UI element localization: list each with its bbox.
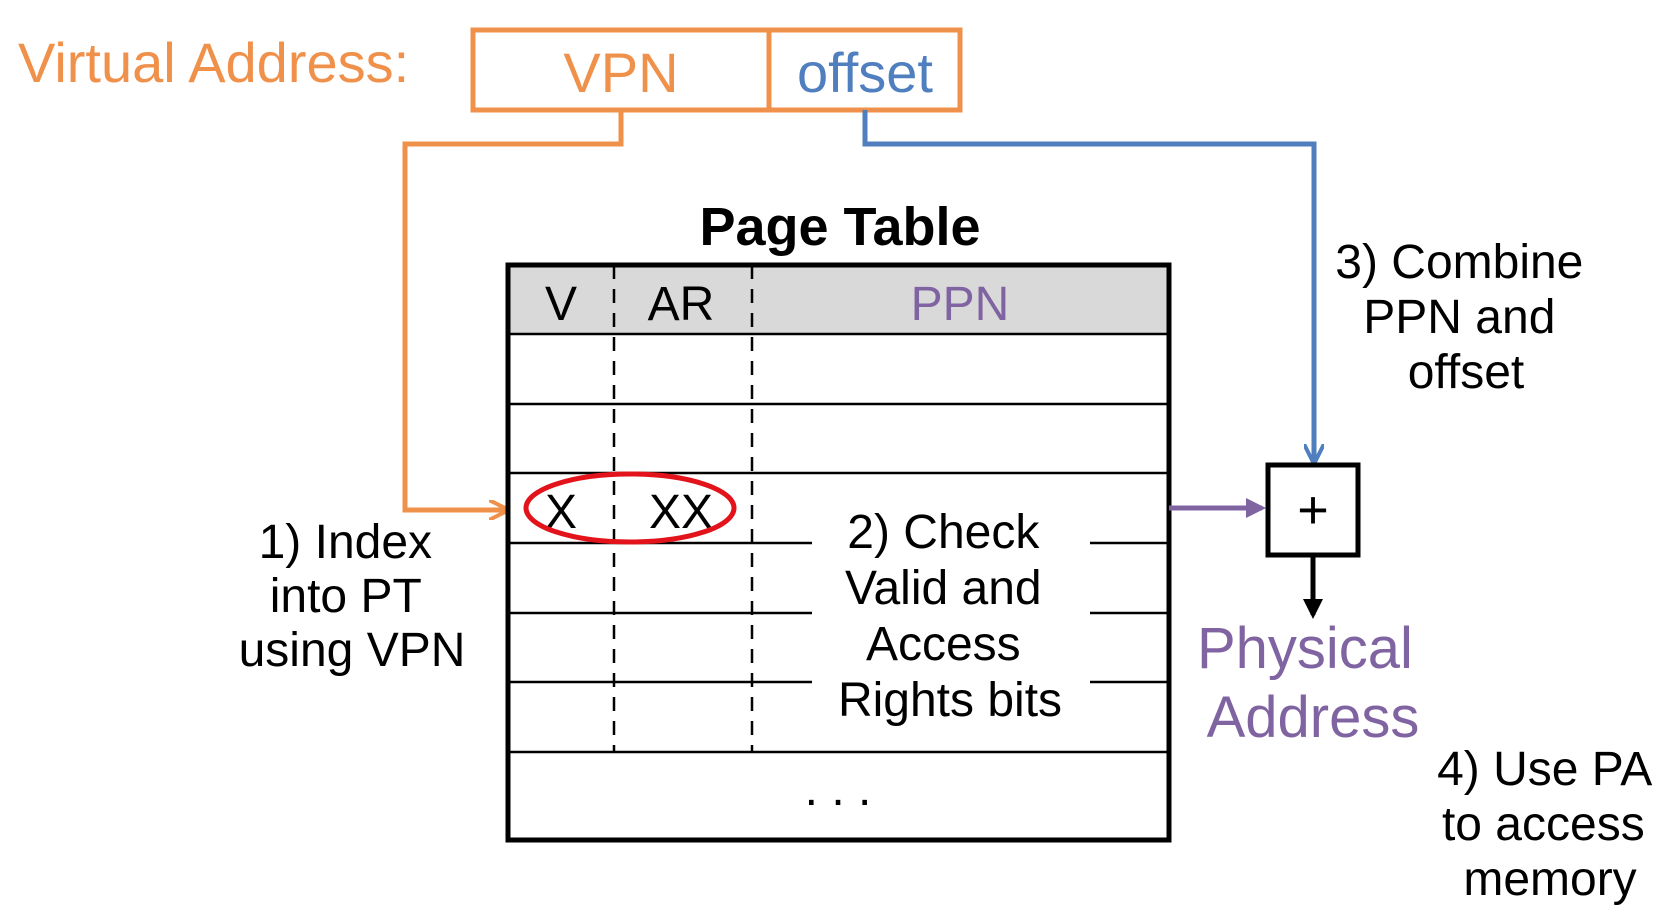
adder-plus-symbol: +	[1297, 480, 1329, 540]
step1-label: 1) Index into PT using VPN	[239, 516, 466, 677]
step2-line-2: Valid and	[845, 562, 1042, 615]
page-table-row-lines	[508, 332, 1169, 754]
vpn-label: VPN	[563, 41, 678, 104]
column-header-ppn: PPN	[911, 278, 1010, 331]
table-ellipsis: . . .	[805, 763, 872, 816]
column-header-v: V	[545, 278, 577, 331]
physical-address-line-1: Physical	[1197, 616, 1413, 681]
step1-line-1: 1) Index	[259, 516, 432, 569]
physical-address-line-2: Address	[1207, 685, 1420, 750]
vpn-index-arrow	[402, 110, 624, 510]
step2-line-3: Access	[866, 618, 1021, 671]
adder-box	[1265, 462, 1361, 558]
step2-line-1: 2) Check	[847, 506, 1040, 559]
physical-address-label: Physical Address	[1197, 616, 1429, 750]
offset-label: offset	[797, 41, 933, 104]
step1-line-2: into PT	[270, 570, 422, 623]
step1-line-3: using VPN	[239, 624, 466, 677]
page-table-header-row	[508, 265, 1169, 333]
column-header-ar: AR	[648, 278, 715, 331]
virtual-address-label: Virtual Address:	[18, 31, 409, 94]
offset-arrow	[862, 110, 1314, 460]
step4-line-1: 4) Use PA	[1437, 743, 1652, 796]
step4-line-3: memory	[1463, 853, 1636, 906]
step3-label: 3) Combine PPN and offset	[1335, 236, 1596, 399]
page-table-title: Page Table	[699, 197, 980, 257]
page-table-outline	[505, 262, 1172, 843]
step4-line-2: to access	[1442, 798, 1645, 851]
step3-line-1: 3) Combine	[1335, 236, 1583, 289]
step4-label: 4) Use PA to access memory	[1437, 743, 1663, 906]
step2-label: 2) Check Valid and Access Rights bits	[838, 506, 1062, 727]
step3-line-3: offset	[1408, 346, 1525, 399]
step2-line-4: Rights bits	[838, 674, 1062, 727]
valid-ar-highlight-ellipse	[523, 471, 737, 545]
page-table-column-dividers	[612, 265, 754, 752]
step3-line-2: PPN and	[1363, 291, 1555, 344]
